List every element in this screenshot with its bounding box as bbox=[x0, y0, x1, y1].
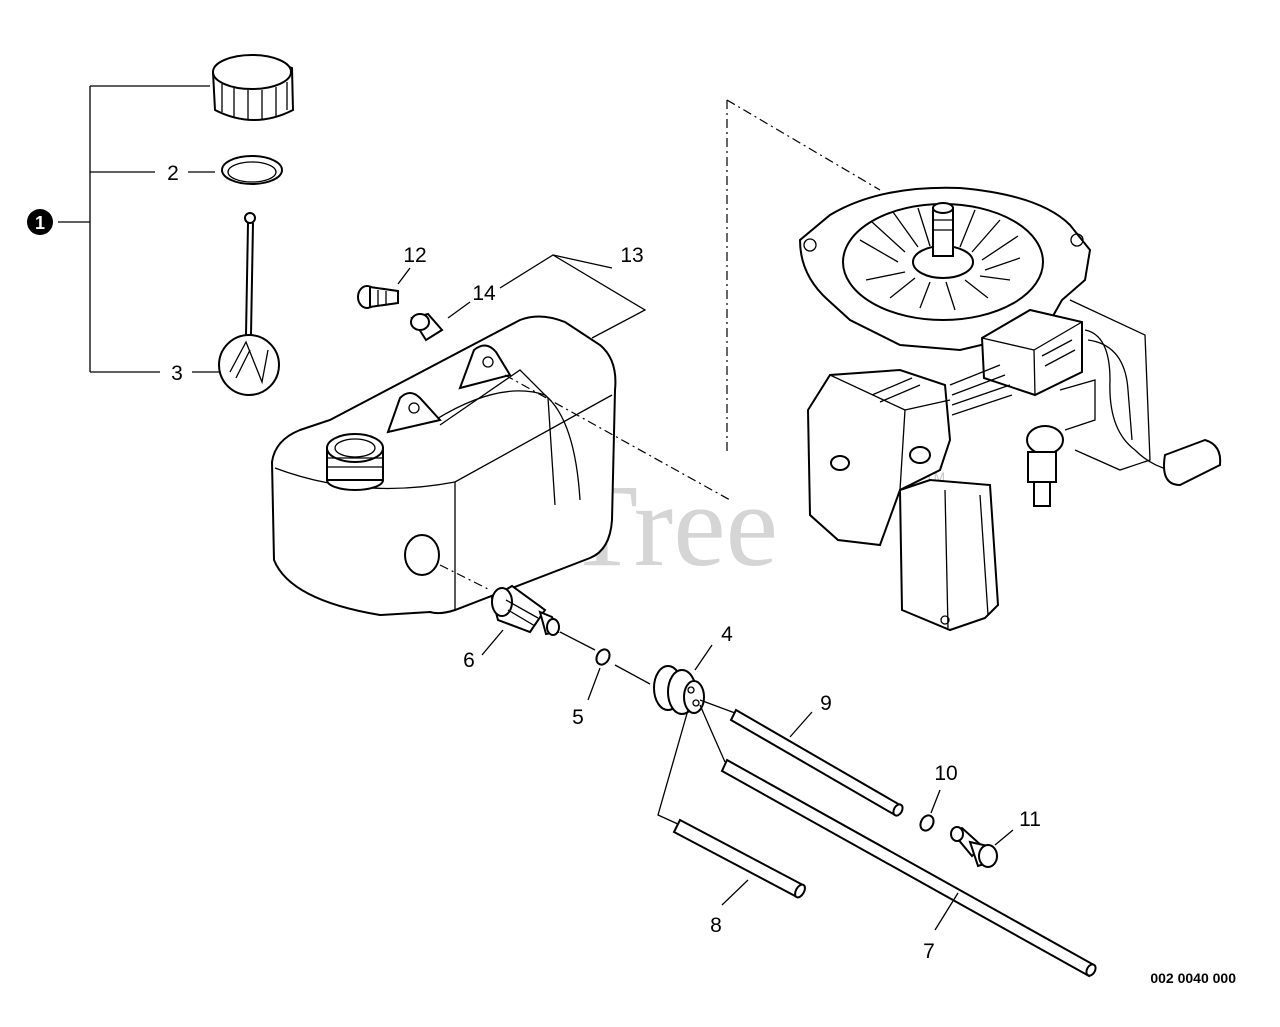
ref-line-top bbox=[726, 99, 881, 191]
fuel-tube-7 bbox=[720, 758, 1097, 978]
leader-14 bbox=[447, 301, 471, 319]
leader-10 bbox=[930, 789, 941, 814]
engine-assembly bbox=[798, 186, 1222, 632]
tether-strainer bbox=[218, 212, 280, 396]
screw bbox=[357, 285, 399, 309]
callout-9[interactable]: 9 bbox=[820, 692, 832, 715]
leader-8 bbox=[721, 879, 749, 906]
o-ring-5 bbox=[595, 648, 611, 666]
drawing-number: 002 0040 000 bbox=[1150, 970, 1236, 986]
leader-4 bbox=[694, 644, 713, 671]
leader-5-to-4 bbox=[614, 664, 651, 685]
tube-8 bbox=[672, 818, 806, 899]
fitting-11 bbox=[950, 826, 998, 868]
callout-7[interactable]: 7 bbox=[923, 940, 935, 963]
callout-13[interactable]: 13 bbox=[620, 244, 643, 267]
bushing bbox=[410, 312, 444, 342]
callout-3[interactable]: 3 bbox=[171, 362, 183, 385]
leader-9 bbox=[789, 711, 813, 738]
ref-line-filter bbox=[439, 564, 491, 591]
callout-12[interactable]: 12 bbox=[403, 244, 426, 267]
fuel-cap bbox=[211, 54, 295, 121]
leader-5 bbox=[587, 667, 601, 701]
fuel-tube-9 bbox=[729, 708, 904, 817]
ref-line-tank bbox=[504, 374, 731, 501]
callout-4[interactable]: 4 bbox=[721, 623, 733, 646]
leader-6-to-5 bbox=[559, 631, 596, 651]
fuel-filter bbox=[490, 584, 560, 636]
o-ring-10 bbox=[919, 814, 935, 832]
leader-13 bbox=[499, 254, 647, 339]
leader-7 bbox=[934, 892, 959, 931]
cap-gasket bbox=[221, 155, 283, 185]
callout-1[interactable]: 1 bbox=[35, 213, 45, 233]
callout-11[interactable]: 11 bbox=[1019, 808, 1041, 831]
callout-1-badge bbox=[27, 209, 53, 235]
leader-6 bbox=[481, 629, 504, 656]
group-bracket-1 bbox=[58, 85, 222, 373]
leader-12 bbox=[397, 267, 411, 285]
callout-6[interactable]: 6 bbox=[463, 649, 475, 672]
callout-8[interactable]: 8 bbox=[710, 914, 722, 937]
callout-2[interactable]: 2 bbox=[167, 162, 179, 185]
callout-5[interactable]: 5 bbox=[572, 706, 584, 729]
leader-4-to-7 bbox=[699, 704, 726, 763]
leader-13b bbox=[552, 254, 613, 269]
leader-4-to-8 bbox=[657, 709, 689, 826]
fuel-tank bbox=[270, 315, 617, 617]
leader-4-to-9 bbox=[699, 699, 736, 714]
leader-11 bbox=[994, 829, 1014, 846]
grommet bbox=[653, 665, 705, 715]
callout-10[interactable]: 10 bbox=[934, 762, 957, 785]
callout-14[interactable]: 14 bbox=[472, 282, 496, 305]
